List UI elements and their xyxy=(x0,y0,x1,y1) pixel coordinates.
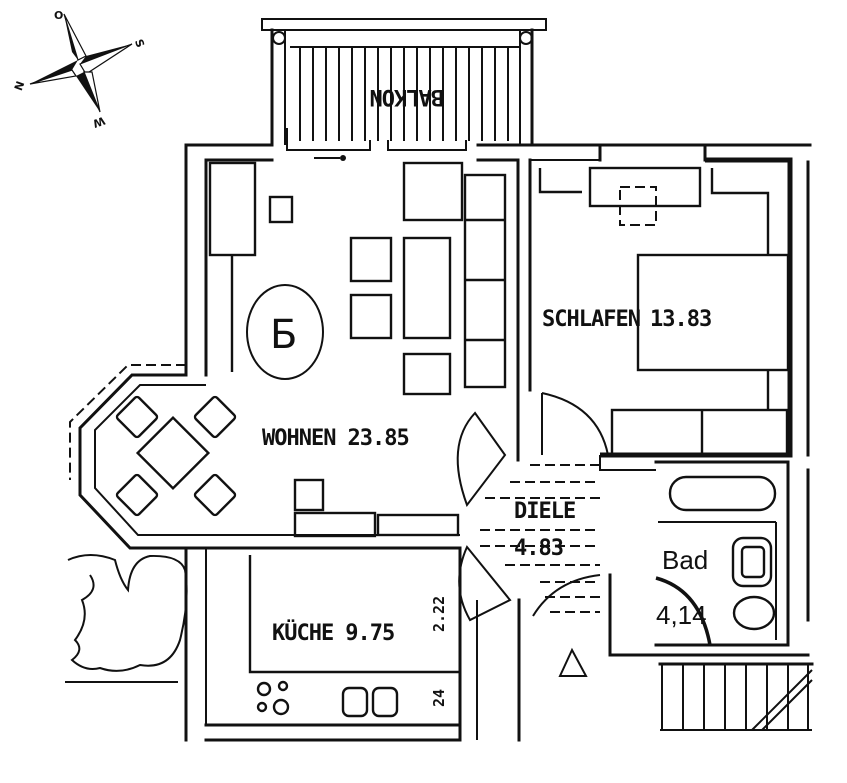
compass-south-label: S xyxy=(132,38,147,50)
kitchen-dimension-2: 24 xyxy=(430,689,448,707)
bath-fixtures xyxy=(655,475,777,646)
exterior-walls xyxy=(69,143,812,742)
compass-north-label: N xyxy=(12,79,27,92)
compass-east-label: O xyxy=(54,9,63,22)
room-label-bad-area: 4,14 xyxy=(656,600,707,630)
room-label-diele-name: DIELE xyxy=(514,499,575,524)
balcony-label: BALKON xyxy=(371,84,444,109)
exterior-stairs xyxy=(658,662,814,731)
apartment-marker: Б xyxy=(246,284,324,380)
apartment-marker-letter: Б xyxy=(270,312,297,358)
entrance-triangle-icon xyxy=(558,647,588,677)
kitchen-furniture: 2.22 24 xyxy=(248,555,460,718)
living-room-furniture xyxy=(115,161,507,538)
balcony: BALKON xyxy=(261,18,547,161)
room-label-diele-area: 4.83 xyxy=(514,536,563,561)
kitchen-dimension-1: 2.22 xyxy=(430,596,448,632)
doors xyxy=(456,411,601,622)
compass-rose-icon: O S N W xyxy=(12,9,147,130)
bedroom-furniture xyxy=(538,166,790,457)
compass-west-label: W xyxy=(91,114,107,130)
shrub-icon xyxy=(65,554,188,683)
hall-hatching xyxy=(480,464,600,677)
room-label-bad-name: Bad xyxy=(662,545,708,575)
